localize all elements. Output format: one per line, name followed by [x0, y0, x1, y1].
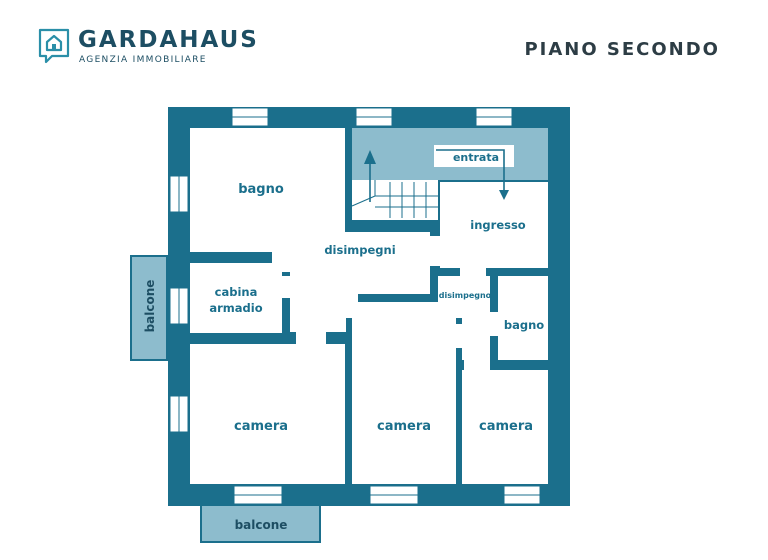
label-camera-left: camera: [234, 419, 288, 434]
house-in-speech-bubble-icon: [38, 28, 70, 64]
entrance-arrow-head: [499, 190, 509, 200]
room-camera-mid: [352, 302, 456, 484]
room-bagno-small: [498, 276, 548, 360]
header: GARDAHAUS AGENZIA IMMOBILIARE PIANO SECO…: [0, 0, 768, 80]
balcony-left: [130, 255, 168, 361]
brand-subtitle: AGENZIA IMMOBILIARE: [79, 55, 207, 65]
label-ingresso: ingresso: [470, 218, 526, 232]
brand-name: GARDAHAUS: [78, 27, 259, 53]
room-camera-left: [190, 344, 345, 484]
room-ingresso: [440, 182, 548, 268]
stair-treads: [351, 180, 438, 218]
balcony-bottom: [200, 504, 321, 543]
floor-title: PIANO SECONDO: [524, 39, 720, 60]
label-balcone-left: balcone: [143, 280, 157, 333]
room-cabina-armadio: [190, 263, 282, 333]
label-bagno-small: bagno: [504, 318, 544, 332]
label-cabina: cabina: [215, 285, 258, 299]
label-armadio: armadio: [209, 301, 262, 315]
label-camera-right: camera: [479, 419, 533, 434]
label-camera-mid: camera: [377, 419, 431, 434]
label-bagno: bagno: [238, 182, 284, 197]
windows: [169, 107, 541, 505]
room-camera-right: [462, 370, 548, 484]
room-disimpegno: [438, 276, 490, 360]
room-disimpegni: [272, 232, 430, 332]
label-balcone-bottom: balcone: [235, 518, 288, 532]
entrance-arrow-icon: [436, 149, 505, 192]
label-disimpegni: disimpegni: [324, 243, 395, 257]
label-entrata: entrata: [453, 151, 499, 164]
door-openings: [282, 226, 498, 370]
label-disimpegno: disimpegno: [439, 291, 492, 300]
stair-up-arrow-icon: [364, 150, 376, 202]
